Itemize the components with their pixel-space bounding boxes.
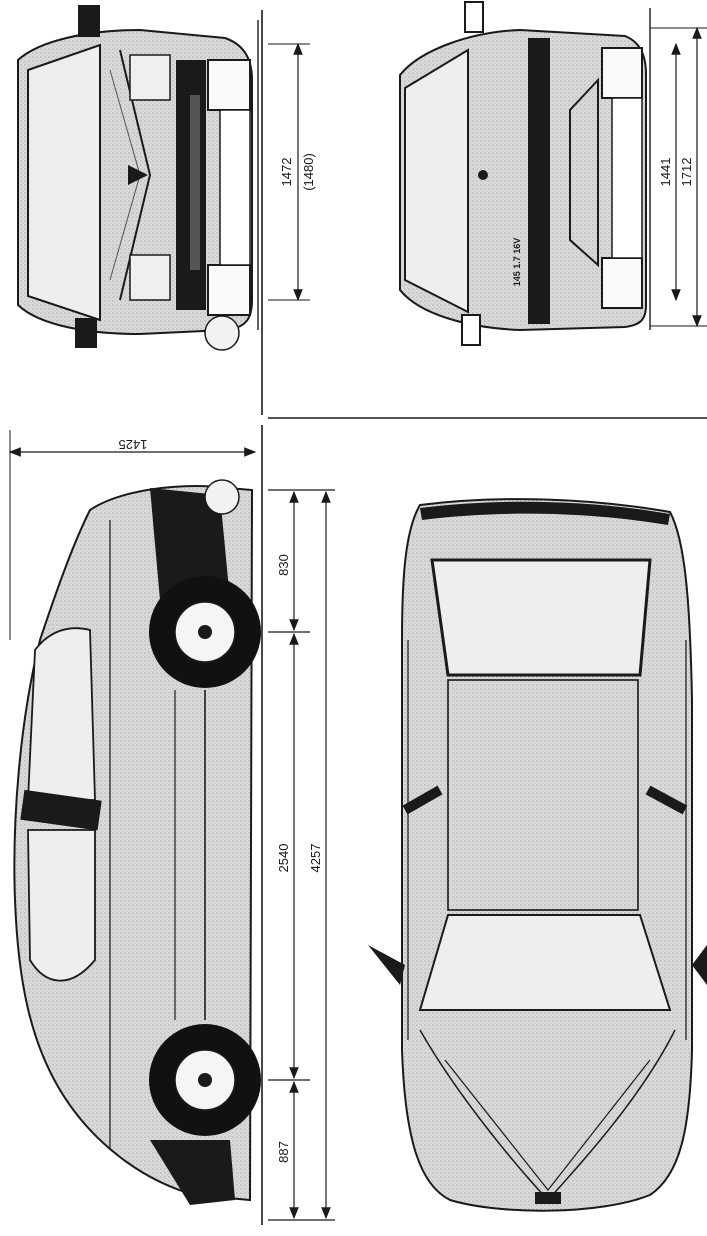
- side-b-pillar: [20, 789, 102, 831]
- side-dim-lines: [268, 489, 335, 1221]
- side-view: 1425 830 2540 4257 887: [8, 425, 335, 1225]
- front-headlamp-bottom: [129, 254, 171, 301]
- wheelbase-label: 2540: [276, 844, 291, 873]
- front-headlamp-top: [129, 54, 171, 101]
- front-view: 1472 (1480): [17, 5, 316, 351]
- front-overhang-label: 830: [276, 554, 291, 576]
- front-tire-bottom: [207, 264, 251, 316]
- panel-separators: [261, 10, 707, 419]
- rear-track-label: 1441: [658, 158, 673, 187]
- side-rear-hub: [198, 1073, 212, 1087]
- side-height-label: 1425: [119, 437, 148, 452]
- top-windshield: [418, 914, 672, 1011]
- front-track-label: 1472: [279, 158, 294, 187]
- rear-tire-top: [601, 47, 643, 99]
- side-ball-marker: [204, 479, 240, 515]
- rear-overhang-label: 887: [276, 1141, 291, 1163]
- top-right-b-pillar: [645, 785, 688, 815]
- rear-emblem-icon: [478, 170, 488, 180]
- top-roof: [447, 679, 639, 911]
- rear-tire-bottom: [601, 257, 643, 309]
- length-label: 4257: [308, 844, 323, 873]
- front-ball-marker: [204, 315, 240, 351]
- rear-mirror-top: [464, 1, 484, 33]
- top-view: [368, 498, 707, 1212]
- front-underbody: [219, 109, 251, 266]
- top-hood-v2: [444, 1059, 651, 1191]
- front-windshield: [27, 43, 101, 322]
- top-left-mirror: [368, 945, 405, 985]
- front-shield-icon: [128, 165, 148, 185]
- side-rear-window: [27, 829, 96, 982]
- top-rear-window: [430, 558, 652, 677]
- rear-badge: 145 1.7 16V: [512, 238, 522, 287]
- front-intake: [190, 95, 200, 270]
- top-left-b-pillar: [402, 785, 443, 815]
- side-rear-trim: [150, 1140, 235, 1205]
- front-mirror-bottom: [75, 318, 97, 348]
- side-front-wheelarch-trim: [150, 488, 230, 600]
- rear-underbody: [611, 97, 643, 259]
- top-right-mirror: [692, 945, 707, 985]
- top-rear-bumper: [420, 501, 670, 525]
- top-front-shield-icon: [535, 1192, 561, 1204]
- rear-view: 145 1.7 16V 1441 1712: [399, 1, 707, 346]
- side-front-hub: [198, 625, 212, 639]
- front-mirror-top: [78, 5, 100, 37]
- rear-bumper: [528, 38, 550, 324]
- rear-mirror-bottom: [461, 314, 481, 346]
- rear-window: [404, 48, 469, 314]
- rear-width-label: 1712: [679, 158, 694, 187]
- front-track-alt-label: (1480): [301, 153, 316, 191]
- front-tire-top: [207, 59, 251, 111]
- rear-plate-recess: [569, 77, 599, 268]
- side-front-window: [27, 627, 96, 801]
